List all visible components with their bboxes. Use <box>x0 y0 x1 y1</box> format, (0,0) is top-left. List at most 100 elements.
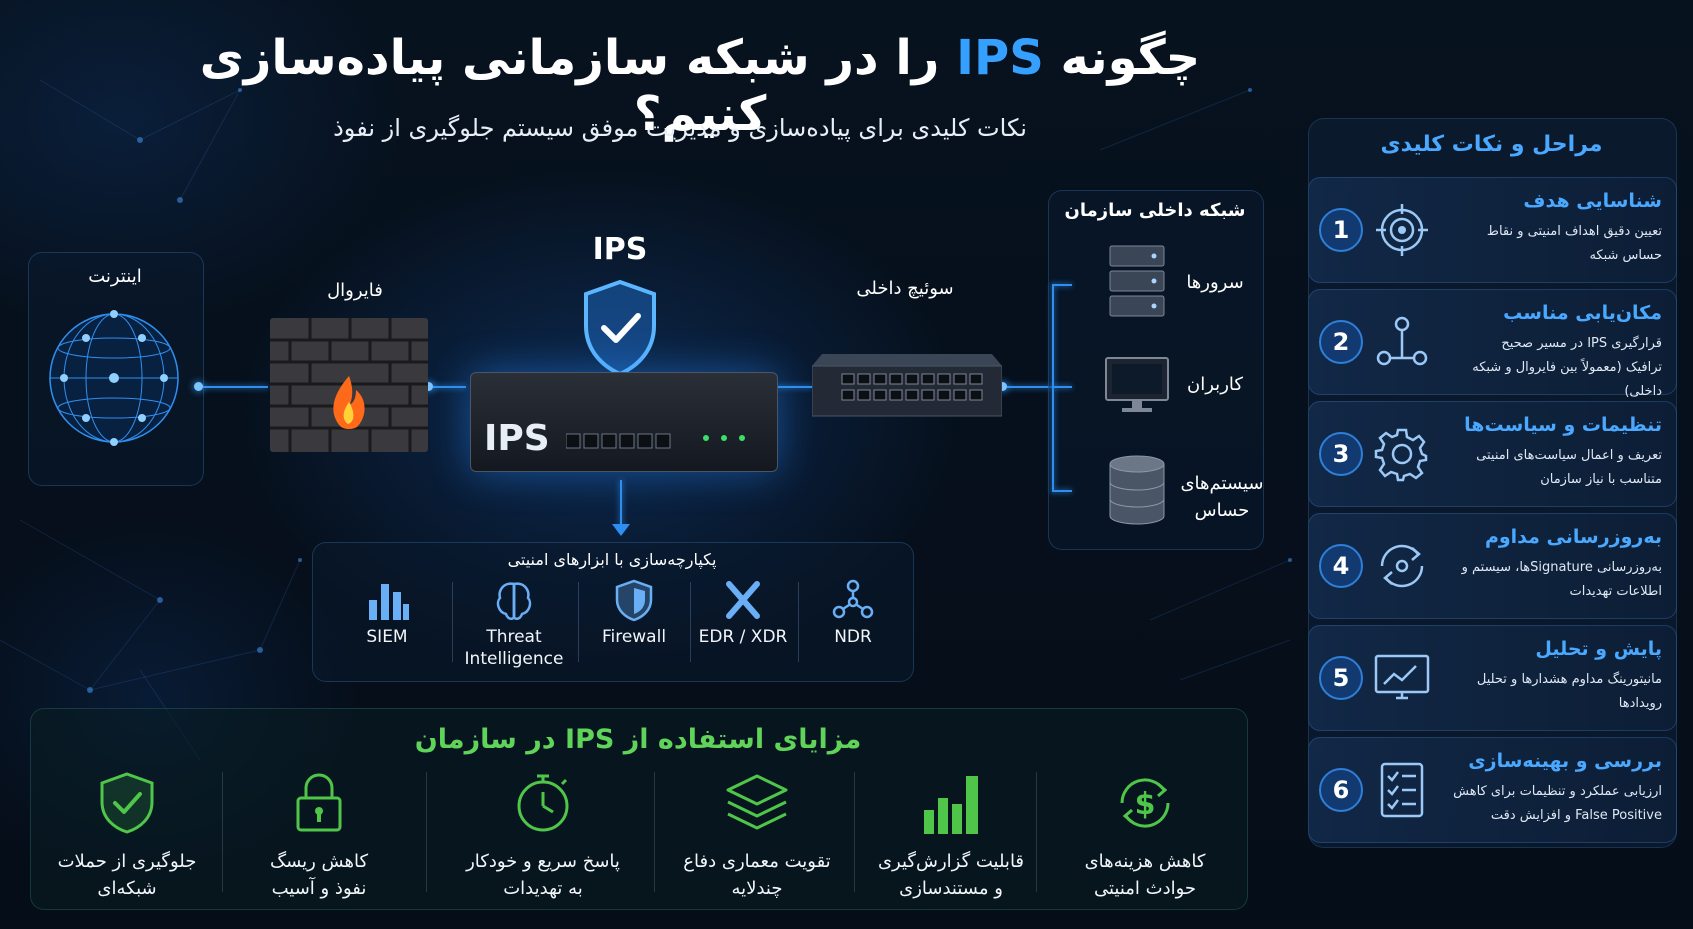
monitor-chart-icon <box>1374 654 1430 700</box>
ips-appliance <box>470 372 778 472</box>
users-label: کاربران <box>1187 374 1243 395</box>
step-number: 6 <box>1319 768 1363 812</box>
step-card: 3 تنظیمات و سیاست‌ها تعریف و اعمال سیاست… <box>1308 401 1677 507</box>
link-dot <box>424 382 433 391</box>
step-number: 2 <box>1319 320 1363 364</box>
tool-siem: SIEM <box>332 578 442 648</box>
bar-chart-icon <box>369 584 409 620</box>
tool-label: EDR / XDR <box>698 627 788 647</box>
step-number: 5 <box>1319 656 1363 700</box>
step-number: 1 <box>1319 208 1363 252</box>
link-switch-network <box>1002 386 1052 388</box>
page-title: چگونه IPS را در شبکه سازمانی پیاده‌سازی … <box>199 30 1201 142</box>
arrow-down-icon <box>612 524 630 536</box>
stopwatch-icon <box>517 774 569 832</box>
benefit-divider <box>654 772 655 892</box>
layers-icon <box>726 774 788 830</box>
step-card: 6 بررسی و بهینه‌سازی ارزیابی عملکرد و تن… <box>1308 737 1677 843</box>
internet-label: اینترنت <box>88 266 142 287</box>
network-node-icon <box>1376 316 1428 366</box>
step-card: 4 به‌روزرسانی مداوم به‌روزرسانی Signatur… <box>1308 513 1677 619</box>
link-firewall-ips <box>428 386 466 388</box>
steps-panel-title: مراحل و نکات کلیدی <box>1380 132 1603 157</box>
servers-label: سرورها <box>1186 272 1244 293</box>
network-branch-line <box>1052 284 1054 492</box>
x-icon <box>726 581 760 619</box>
dollar-refresh-icon: $ <box>1120 778 1170 828</box>
benefit-divider <box>426 772 427 892</box>
step-card: 1 شناسایی هدف تعیین دقیق اهداف امنیتی و … <box>1308 177 1677 283</box>
tool-label: NDR <box>834 627 872 647</box>
step-card: 5 پایش و تحلیل مانیتورینگ مداوم هشدارها … <box>1308 625 1677 731</box>
link-dot <box>998 382 1007 391</box>
globe-icon <box>49 310 179 446</box>
svg-text:$: $ <box>1135 787 1156 822</box>
shield-check-icon <box>584 279 656 377</box>
shield-check-icon <box>100 772 154 834</box>
tool-ndr: NDR <box>798 578 908 648</box>
tool-divider <box>578 582 579 662</box>
switch-label: سوئیچ داخلی <box>856 278 954 299</box>
checklist-icon <box>1380 762 1424 818</box>
step-title: بررسی و بهینه‌سازی <box>1468 750 1662 772</box>
step-number: 3 <box>1319 432 1363 476</box>
tool-divider <box>452 582 453 662</box>
step-title: پایش و تحلیل <box>1535 638 1662 660</box>
shield-icon <box>615 579 653 622</box>
lock-icon <box>296 773 342 832</box>
internal-network-title: شبکه داخلی سازمان <box>1064 200 1246 221</box>
ips-label: IPS <box>592 232 648 267</box>
branch-sensitive <box>1052 490 1072 492</box>
internet-node <box>28 252 204 486</box>
page-subtitle: نکات کلیدی برای پیاده‌سازی و مدیریت موفق… <box>333 114 1027 142</box>
tool-label: Firewall <box>601 627 667 647</box>
benefit-divider <box>854 772 855 892</box>
link-ips-switch <box>776 386 812 388</box>
refresh-icon <box>1380 544 1424 588</box>
link-internet-firewall <box>202 386 268 388</box>
link-dot <box>194 382 203 391</box>
title-highlight: IPS <box>956 30 1044 86</box>
benefit-divider <box>1036 772 1037 892</box>
branch-servers <box>1052 284 1072 286</box>
ips-device-label: IPS <box>484 418 550 459</box>
step-card: 2 مکان‌یابی مناسب قرارگیری IPS در مسیر ص… <box>1308 289 1677 399</box>
benefit-divider <box>222 772 223 892</box>
tool-label: SIEM <box>366 627 408 647</box>
tool-divider <box>798 582 799 662</box>
benefits-box <box>30 708 1248 910</box>
network-node-icon <box>832 579 874 619</box>
step-title: شناسایی هدف <box>1523 190 1662 212</box>
integration-title: پکپارچه‌سازی با ابزارهای امنیتی <box>507 550 717 569</box>
integration-box <box>312 542 914 682</box>
brain-icon <box>496 582 532 620</box>
target-icon <box>1376 204 1428 256</box>
branch-users <box>1052 386 1072 388</box>
gear-icon <box>1374 428 1428 482</box>
firewall-label: فایروال <box>327 280 383 301</box>
step-number: 4 <box>1319 544 1363 588</box>
database-icon <box>1109 455 1165 525</box>
bar-chart-icon <box>924 776 978 834</box>
link-ips-integration <box>620 480 622 530</box>
monitor-icon <box>1105 357 1169 412</box>
step-title: تنظیمات و سیاست‌ها <box>1464 414 1662 436</box>
tool-edr-xdr: EDR / XDR <box>688 578 798 648</box>
